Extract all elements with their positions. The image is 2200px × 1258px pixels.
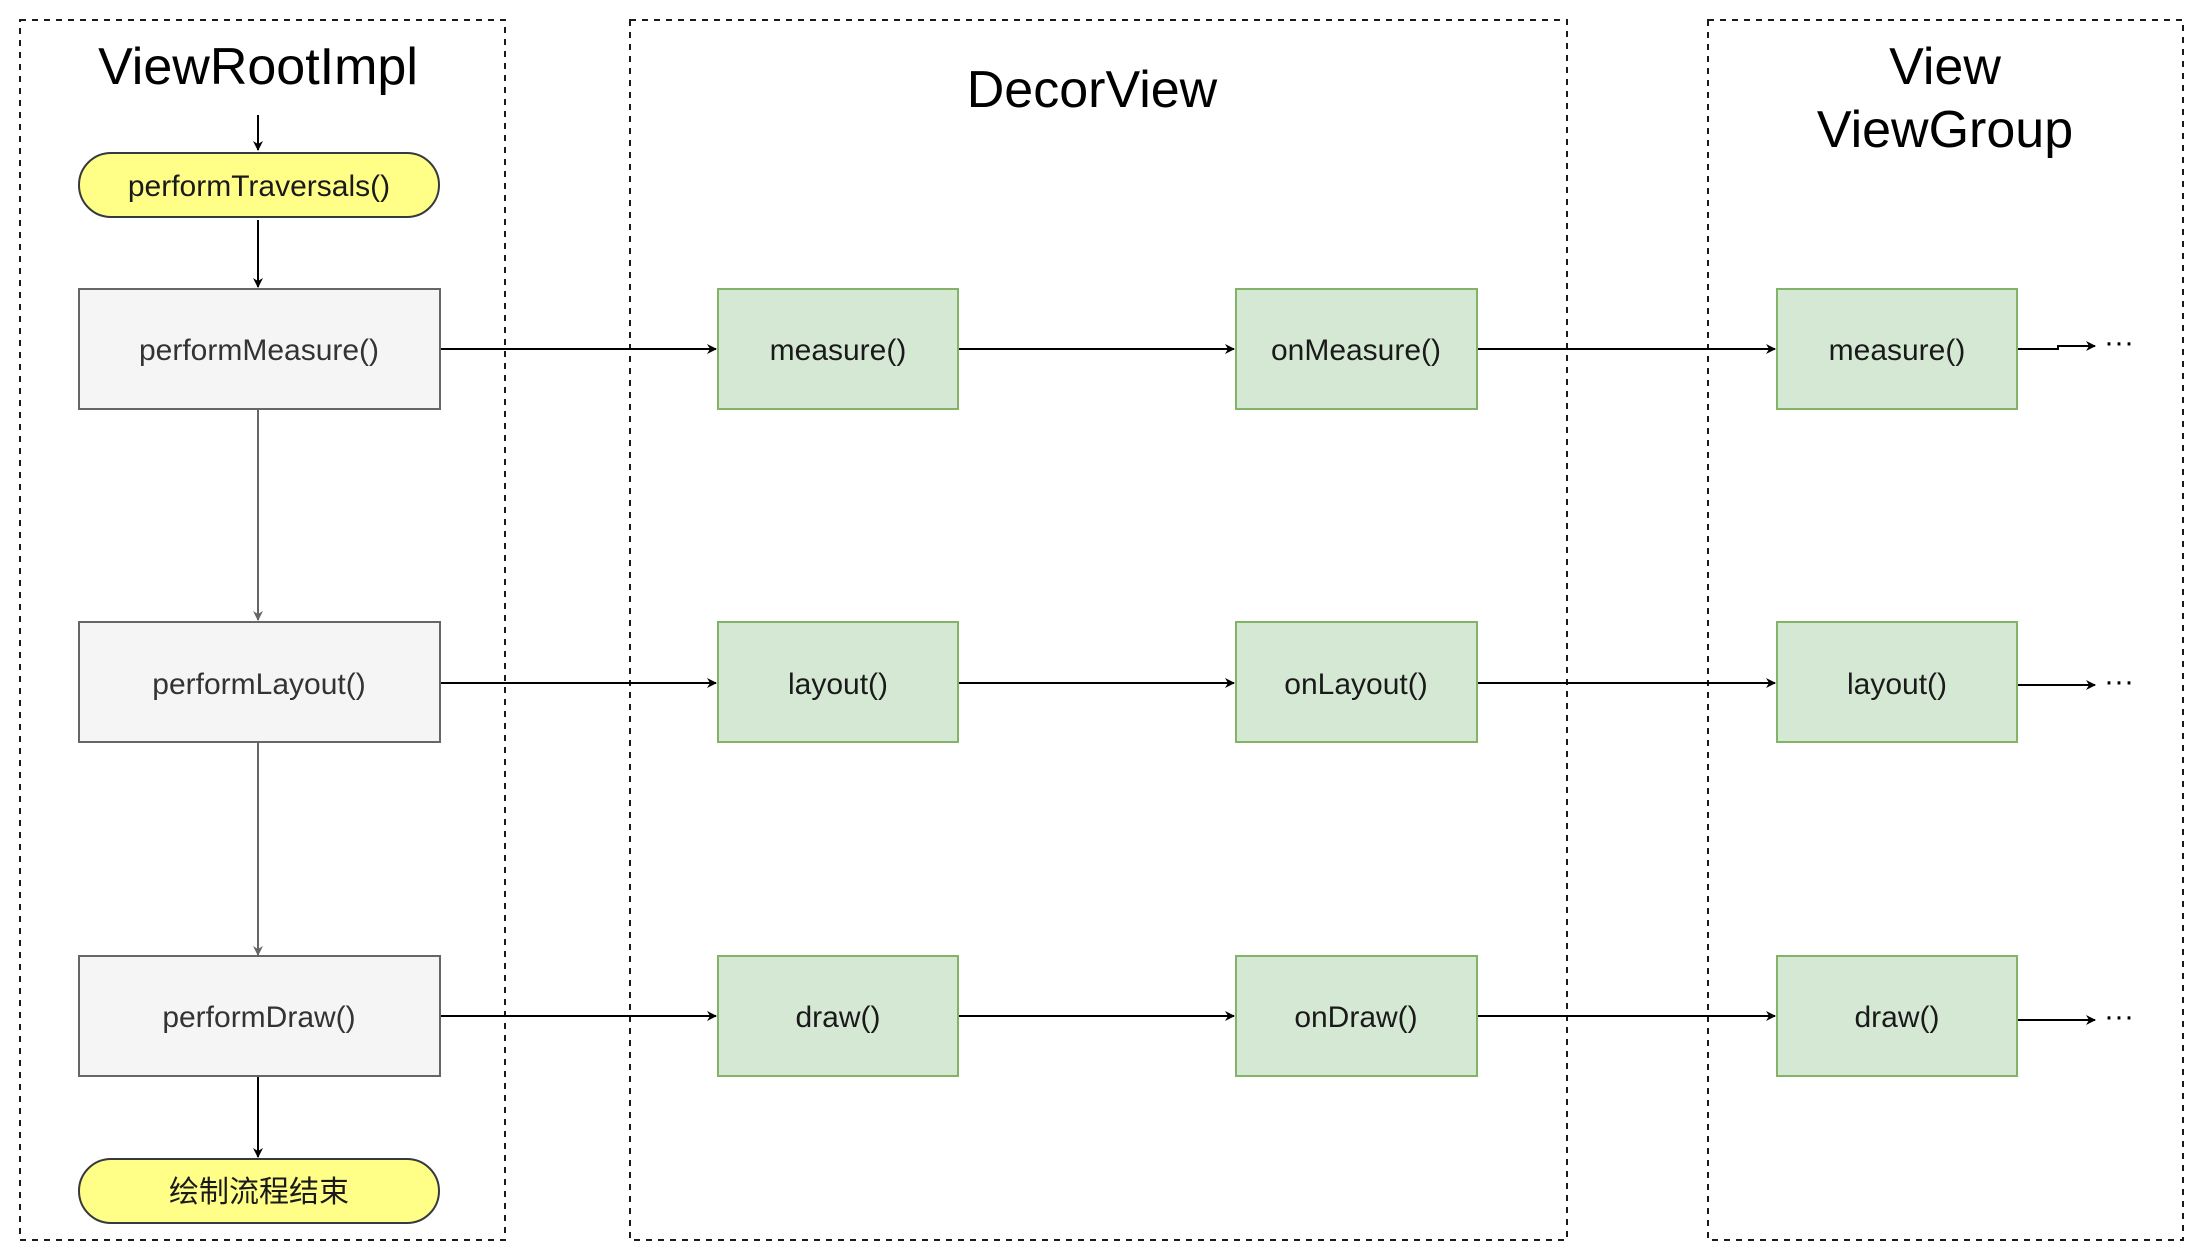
lane-title-decorview: DecorView xyxy=(967,61,1218,119)
node-view-layout xyxy=(1776,621,2018,743)
lane-title-viewrootimpl: ViewRootImpl xyxy=(98,38,418,96)
node-decor-on-draw-label: onDraw() xyxy=(1294,1001,1417,1034)
node-perform-draw xyxy=(78,955,441,1077)
node-draw-end xyxy=(78,1158,440,1224)
node-decor-on-layout-label: onLayout() xyxy=(1284,668,1427,701)
node-perform-traversals-label: performTraversals() xyxy=(128,170,390,203)
lane-viewrootimpl xyxy=(19,19,506,1241)
node-perform-layout-label: performLayout() xyxy=(152,668,365,701)
node-draw-end-label: 绘制流程结束 xyxy=(169,1176,349,1209)
lane-title-viewgroup: ViewGroup xyxy=(1817,101,2073,159)
node-decor-on-layout xyxy=(1235,621,1478,743)
node-decor-measure-label: measure() xyxy=(770,334,907,367)
node-decor-draw-label: draw() xyxy=(795,1001,880,1034)
node-perform-measure-label: performMeasure() xyxy=(139,334,379,367)
continuation-layout: ··· xyxy=(2104,665,2134,698)
lane-decorview xyxy=(629,19,1568,1241)
continuation-draw: ··· xyxy=(2104,1000,2134,1033)
node-decor-layout xyxy=(717,621,959,743)
lane-title-view: View xyxy=(1889,38,2001,96)
node-decor-on-draw xyxy=(1235,955,1478,1077)
node-decor-on-measure-label: onMeasure() xyxy=(1271,334,1441,367)
node-decor-draw xyxy=(717,955,959,1077)
node-view-measure-label: measure() xyxy=(1829,334,1966,367)
node-perform-measure xyxy=(78,288,441,410)
edge-view-measure-continuation xyxy=(2018,341,2096,351)
node-decor-on-measure xyxy=(1235,288,1478,410)
node-view-layout-label: layout() xyxy=(1847,668,1947,701)
node-decor-layout-label: layout() xyxy=(788,668,888,701)
continuation-measure: ··· xyxy=(2104,326,2134,359)
node-view-draw xyxy=(1776,955,2018,1077)
node-perform-traversals xyxy=(78,152,440,218)
node-view-measure xyxy=(1776,288,2018,410)
node-perform-draw-label: performDraw() xyxy=(162,1001,355,1034)
node-view-draw-label: draw() xyxy=(1854,1001,1939,1034)
node-decor-measure xyxy=(717,288,959,410)
node-perform-layout xyxy=(78,621,441,743)
lane-view-viewgroup xyxy=(1707,19,2184,1241)
